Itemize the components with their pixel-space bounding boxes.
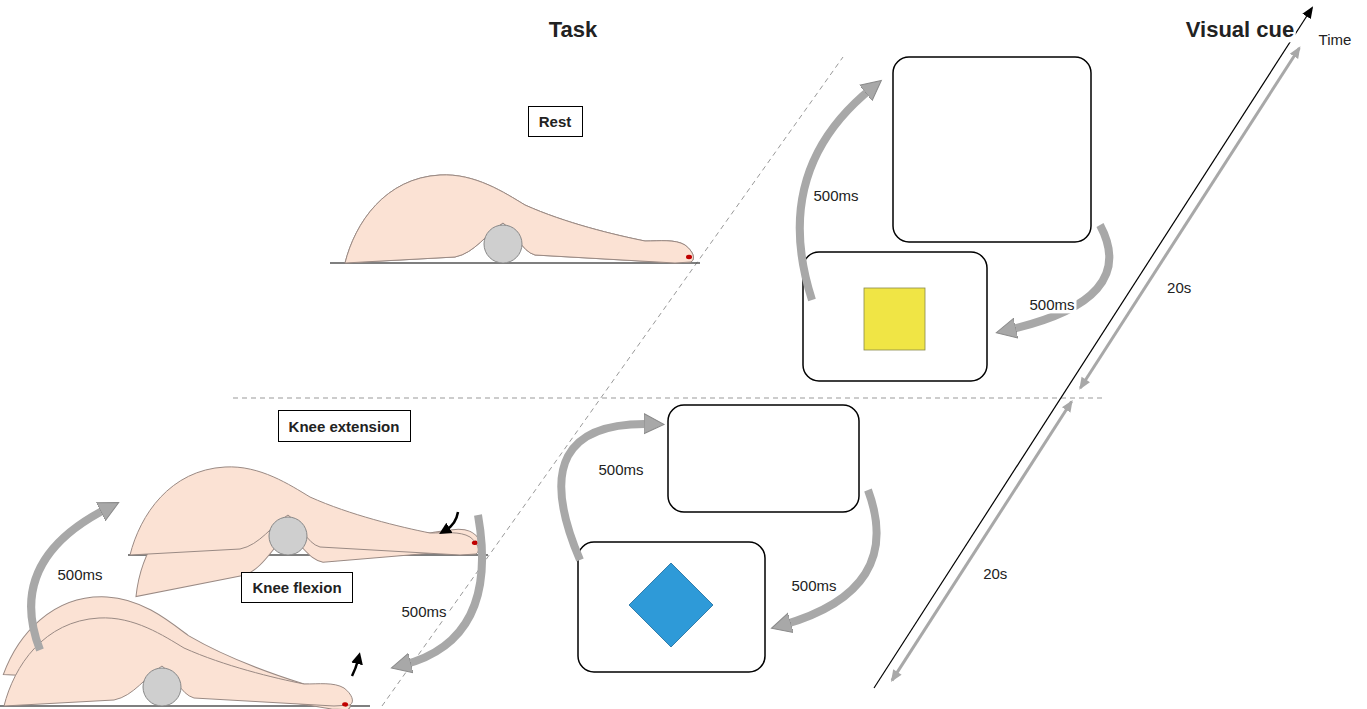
axis-label: Time (1317, 31, 1354, 48)
leg-figure (330, 175, 700, 263)
cycle-arrows (31, 88, 1109, 665)
duration-label: 20s (1165, 279, 1193, 296)
duration-label: 500ms (55, 566, 104, 583)
duration-label: 500ms (789, 577, 838, 594)
duration-label: 500ms (596, 461, 645, 478)
duration-label: 500ms (1027, 296, 1076, 313)
box-label: Knee extension (289, 418, 400, 435)
label-box: Rest (528, 106, 583, 137)
divider-lines (233, 57, 1105, 706)
duration-label: 500ms (399, 603, 448, 620)
column-heading: Task (547, 17, 600, 42)
leg-figure (0, 587, 370, 709)
label-box: Knee flexion (241, 572, 353, 603)
duration-label: 20s (981, 565, 1009, 582)
column-heading: Visual cue (1184, 17, 1296, 42)
box-label: Rest (539, 113, 572, 130)
duration-label: 500ms (811, 187, 860, 204)
screens (578, 57, 1091, 672)
box-label: Knee flexion (252, 579, 341, 596)
time-axis (874, 8, 1312, 688)
movement-arrows (352, 512, 458, 676)
label-box: Knee extension (278, 410, 411, 442)
